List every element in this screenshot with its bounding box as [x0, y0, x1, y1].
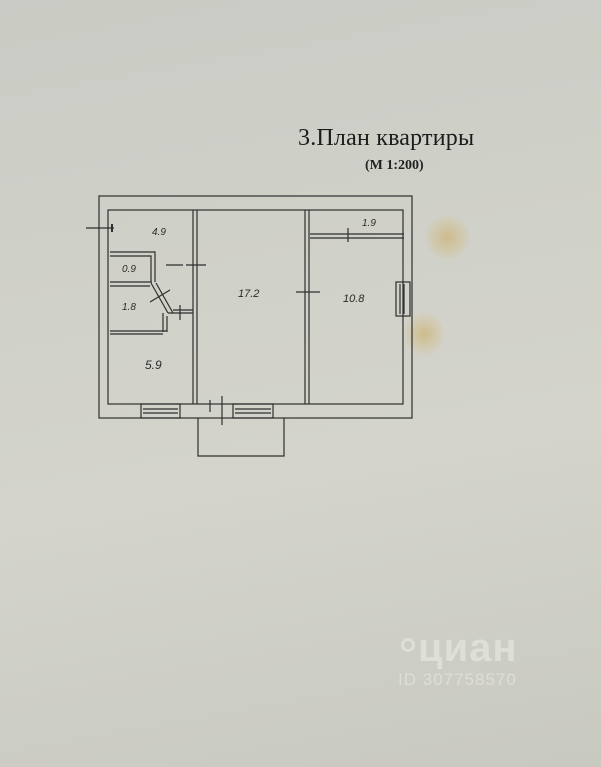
room-area-1-8: 1.8 [122, 302, 136, 313]
location-pin-icon [398, 638, 415, 668]
room-area-0-9: 0.9 [122, 264, 136, 275]
stain-mid [405, 310, 443, 358]
stain-top [425, 215, 470, 260]
document-title: 3.План квартиры [298, 125, 475, 151]
room-area-5-9: 5.9 [145, 358, 162, 372]
cian-watermark: циан ID 307758570 [398, 628, 518, 690]
room-area-4-9: 4.9 [152, 227, 166, 238]
watermark-brand: циан [418, 626, 518, 670]
plan-scale: (М 1:200) [365, 158, 424, 173]
room-area-10-8: 10.8 [343, 293, 365, 305]
watermark-id: ID 307758570 [398, 670, 517, 689]
room-area-17-2: 17.2 [238, 288, 260, 300]
room-area-1-9: 1.9 [362, 218, 376, 229]
